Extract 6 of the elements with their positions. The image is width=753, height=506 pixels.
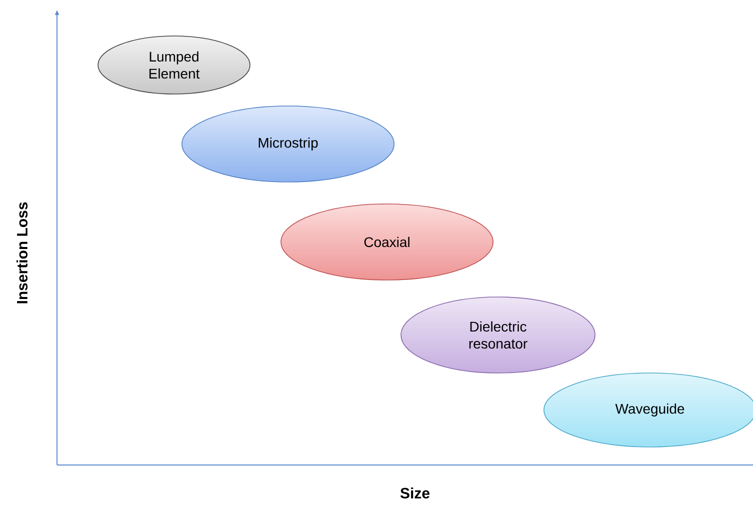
ellipse-node: Lumped Element	[98, 36, 250, 94]
ellipse-node: Microstrip	[182, 106, 394, 182]
y-axis-label: Insertion Loss	[16, 202, 28, 304]
x-axis-label: Size	[400, 487, 430, 498]
ellipse-node: Dielectric resonator	[400, 296, 596, 374]
ellipse-node: Coaxial	[280, 204, 494, 280]
